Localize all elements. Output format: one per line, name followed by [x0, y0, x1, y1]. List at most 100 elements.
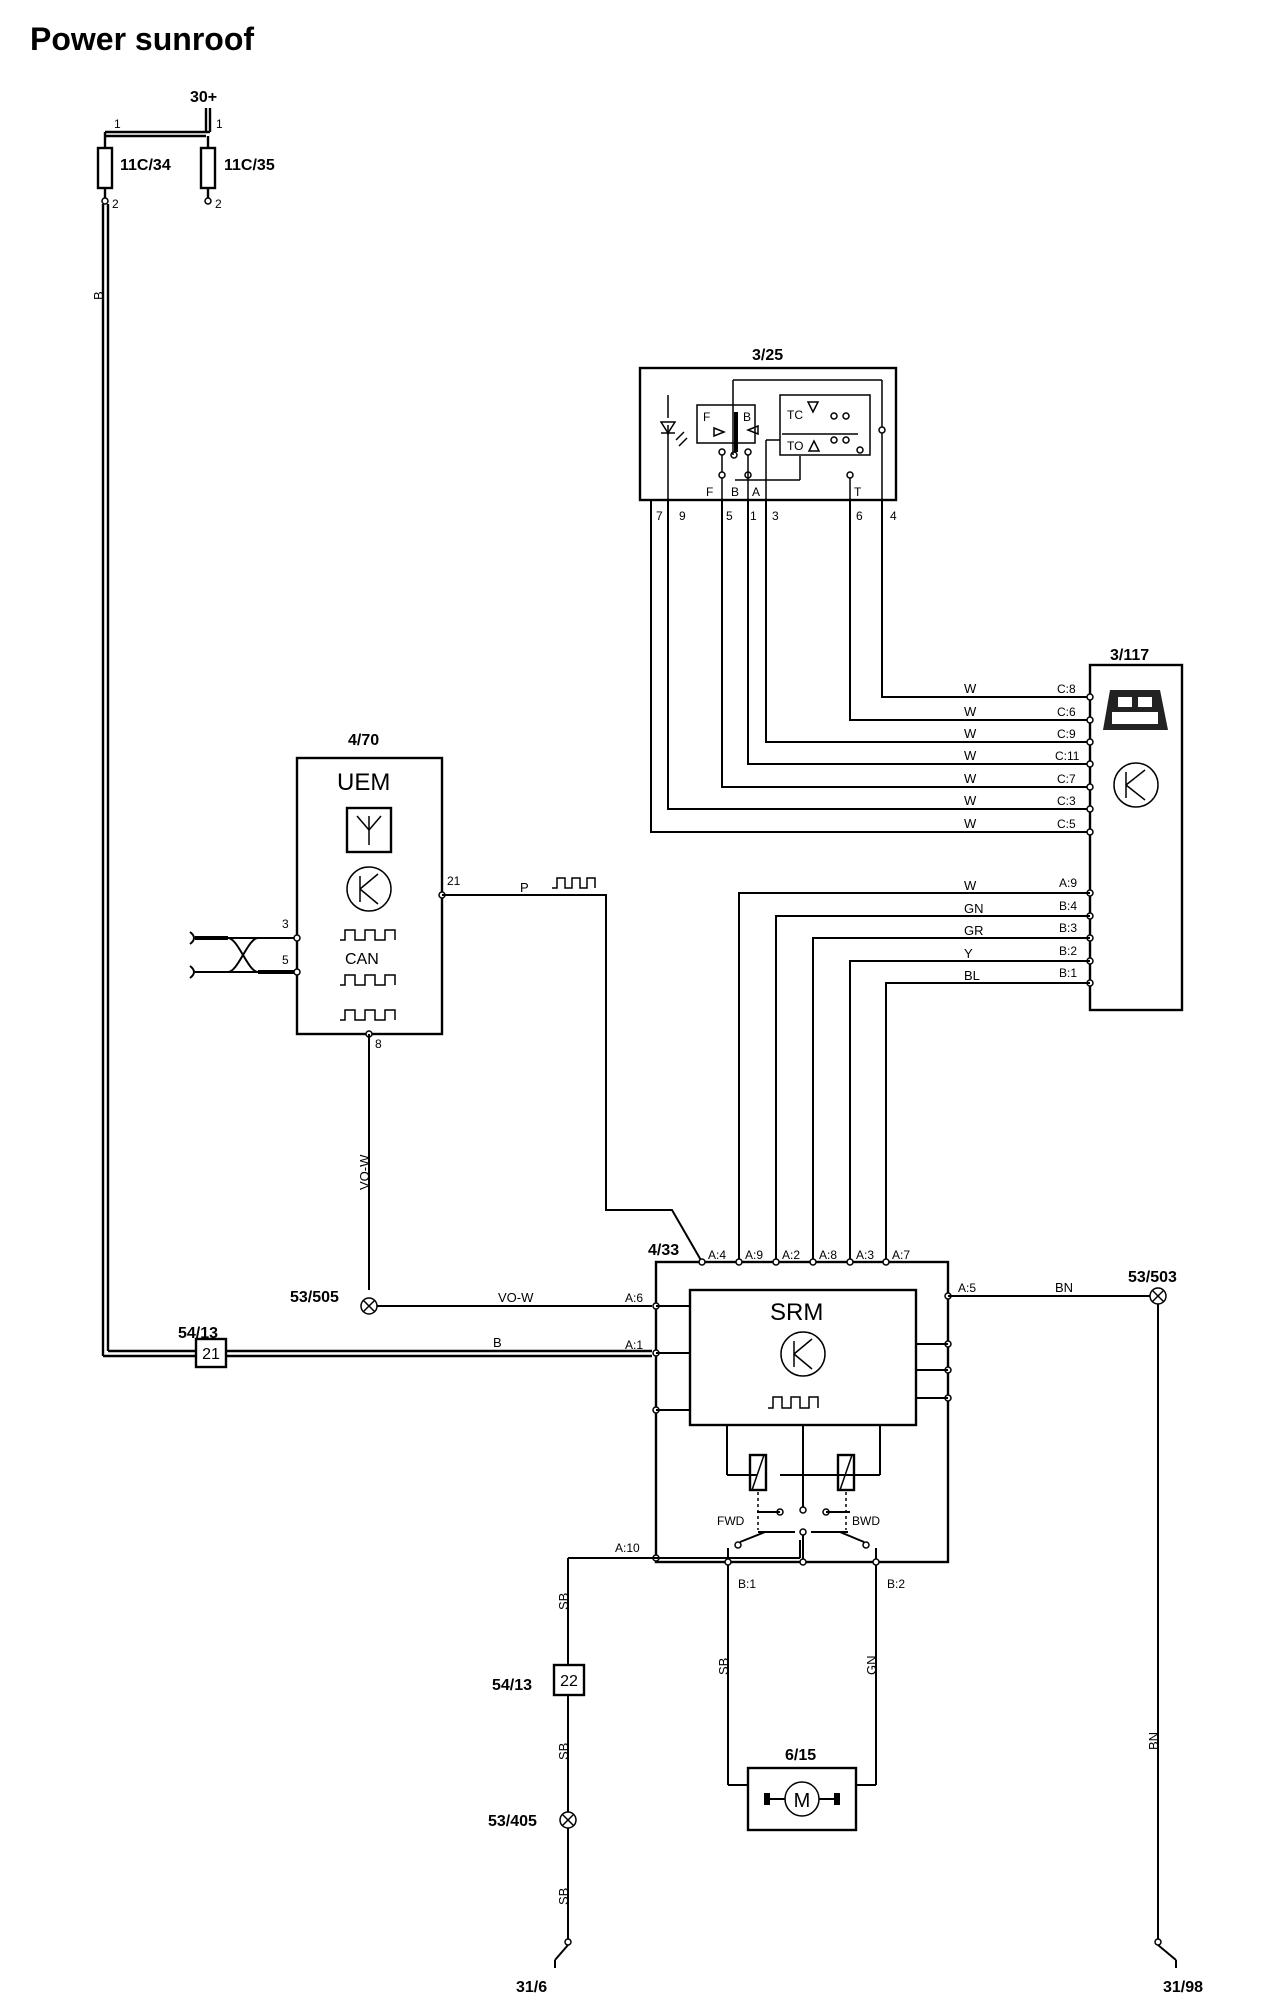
svg-text:A:4: A:4	[708, 1248, 726, 1262]
ground-405-label: 53/405	[488, 1813, 537, 1830]
main-wire-b	[226, 1349, 652, 1358]
bwd-label: BWD	[852, 1514, 880, 1528]
wire-label-vo-w-horizontal: VO-W	[498, 1290, 534, 1305]
wire-label-gn-motor: GN	[864, 1656, 879, 1676]
srm-pin-a1: A:1	[625, 1338, 643, 1352]
ground-505-label: 53/505	[290, 1289, 339, 1306]
svg-text:5: 5	[726, 509, 733, 523]
svg-text:A:8: A:8	[819, 1248, 837, 1262]
ground-point-503	[1149, 1287, 1167, 1305]
svg-text:A:7: A:7	[892, 1248, 910, 1262]
fuse-a-label: 11C/34	[120, 157, 171, 174]
fuse-b-pin2: 2	[215, 197, 222, 211]
module-wire-labels: W W W W W W W W GN GR Y BL	[964, 681, 984, 983]
switch-label-tc: TC	[787, 408, 803, 422]
splice-top-label: 54/13	[178, 1325, 218, 1342]
fuse-b-pin1: 1	[216, 117, 223, 131]
svg-text:W: W	[964, 793, 977, 808]
transistor-icon-uem	[346, 866, 392, 912]
splice-bottom-box	[552, 1663, 586, 1697]
wire-label-sb-1: SB	[556, 1593, 571, 1610]
switch-to-module-wires	[650, 500, 1090, 833]
ground-point-405	[559, 1811, 577, 1829]
pulse-icons-uem	[340, 929, 396, 1021]
srm-top-pins: A:4 A:9 A:2 A:8 A:3 A:7	[698, 1248, 910, 1266]
wire-p-signal	[438, 877, 703, 1263]
ground-503-label: 53/503	[1128, 1269, 1177, 1286]
control-module-panel-icon	[1103, 690, 1168, 730]
motor-icon	[764, 1781, 840, 1817]
switch-label-t: T	[854, 485, 862, 499]
pulse-icon-srm	[768, 1396, 819, 1409]
srm-name: SRM	[770, 1299, 823, 1326]
switch-label-f: F	[703, 410, 710, 424]
svg-text:4: 4	[890, 509, 897, 523]
control-module-box	[1088, 663, 1184, 1012]
srm-side-pins	[652, 1292, 952, 1562]
svg-text:7: 7	[656, 509, 663, 523]
srm-pin-a6: A:6	[625, 1291, 643, 1305]
fuse-a-pin2: 2	[112, 197, 119, 211]
wire-vo-w	[365, 1030, 652, 1307]
svg-text:GN: GN	[964, 901, 984, 916]
svg-text:1: 1	[750, 509, 757, 523]
wire-label-sb-3: SB	[556, 1888, 571, 1905]
svg-text:6: 6	[856, 509, 863, 523]
switch-label-f-bottom: F	[706, 485, 713, 499]
fuse-11c-34	[96, 132, 114, 205]
uem-pin-5: 5	[282, 953, 289, 967]
srm-relays	[656, 1425, 881, 1562]
switch-label-b: B	[743, 410, 751, 424]
uem-pin-3: 3	[282, 917, 289, 931]
svg-text:W: W	[964, 704, 977, 719]
svg-text:W: W	[964, 816, 977, 831]
svg-text:B:4: B:4	[1059, 899, 1077, 913]
svg-text:BL: BL	[964, 968, 980, 983]
wire-label-p: P	[520, 880, 529, 895]
switch-panel-label: 3/25	[752, 347, 783, 364]
svg-text:B:3: B:3	[1059, 921, 1077, 935]
module-to-srm-wires	[738, 892, 1090, 1262]
svg-text:C:9: C:9	[1057, 727, 1076, 741]
wire-label-sb-2: SB	[556, 1743, 571, 1760]
splice-top-box	[194, 1337, 228, 1369]
motor-box	[746, 1766, 858, 1832]
fwd-label: FWD	[717, 1514, 745, 1528]
srm-pin-a10: A:10	[615, 1541, 640, 1555]
antenna-icon	[345, 806, 393, 854]
splice-bottom-number: 22	[560, 1673, 578, 1690]
supply-label: 30+	[190, 89, 217, 106]
svg-text:B:1: B:1	[1059, 966, 1077, 980]
svg-text:A:2: A:2	[782, 1248, 800, 1262]
svg-text:GR: GR	[964, 923, 984, 938]
switch-panel-pins: 7 9 5 1 3 6 4	[656, 509, 897, 523]
transistor-icon-module	[1113, 762, 1159, 808]
uem-ref-label: 4/70	[348, 732, 379, 749]
supply-bus	[105, 108, 212, 138]
module-pin-labels: C:8 C:6 C:9 C:11 C:7 C:3 C:5 A:9 B:4 B:3…	[1055, 682, 1080, 980]
module-pin-dots	[1086, 693, 1094, 987]
feed-wire-b	[101, 204, 196, 1358]
uem-name: UEM	[337, 769, 390, 796]
svg-text:B:2: B:2	[1059, 944, 1077, 958]
motor-symbol: M	[794, 1790, 811, 1812]
svg-text:W: W	[964, 681, 977, 696]
wire-label-bn-vertical: BN	[1146, 1732, 1161, 1750]
svg-text:C:6: C:6	[1057, 705, 1076, 719]
svg-text:C:3: C:3	[1057, 794, 1076, 808]
svg-text:3: 3	[772, 509, 779, 523]
earth-symbol-right	[1154, 1938, 1177, 1968]
svg-text:W: W	[964, 771, 977, 786]
srm-ref-label: 4/33	[648, 1242, 679, 1259]
svg-text:9: 9	[679, 509, 686, 523]
motor-label: 6/15	[785, 1747, 816, 1764]
switch-label-b-bottom: B	[731, 485, 739, 499]
switch-label-to: TO	[787, 439, 803, 453]
wire-label-vo-w-vertical: VO-W	[357, 1154, 372, 1190]
control-module-label: 3/117	[1110, 647, 1149, 664]
svg-text:A:9: A:9	[745, 1248, 763, 1262]
motor-wires	[724, 1558, 880, 1786]
ground-point-505	[360, 1297, 378, 1315]
wire-label-b-fuse: B	[91, 291, 106, 300]
